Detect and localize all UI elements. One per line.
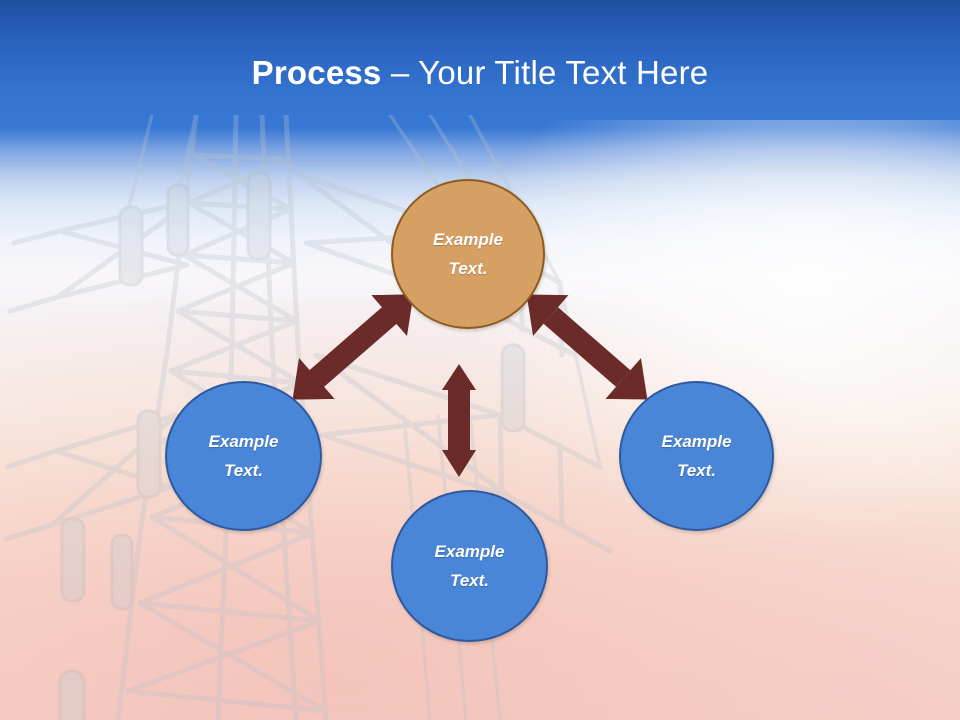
node-bottom-line1: Example <box>434 542 505 561</box>
node-top-line1: Example <box>433 230 503 249</box>
node-bottom-line2: Text. <box>449 571 490 590</box>
page-title-rest: – Your Title Text Here <box>381 54 709 91</box>
page-title: Process – Your Title Text Here <box>0 52 960 94</box>
node-right[interactable]: Example Text. <box>619 381 774 531</box>
node-top[interactable]: Example Text. <box>391 179 545 329</box>
node-left-line2: Text. <box>223 461 264 480</box>
node-top-line2: Text. <box>448 259 488 278</box>
page-title-bold: Process <box>251 54 382 91</box>
node-right-line1: Example <box>661 432 732 451</box>
node-left-line1: Example <box>208 432 279 451</box>
node-bottom[interactable]: Example Text. <box>391 490 548 642</box>
node-left[interactable]: Example Text. <box>165 381 322 531</box>
node-right-line2: Text. <box>676 461 717 480</box>
